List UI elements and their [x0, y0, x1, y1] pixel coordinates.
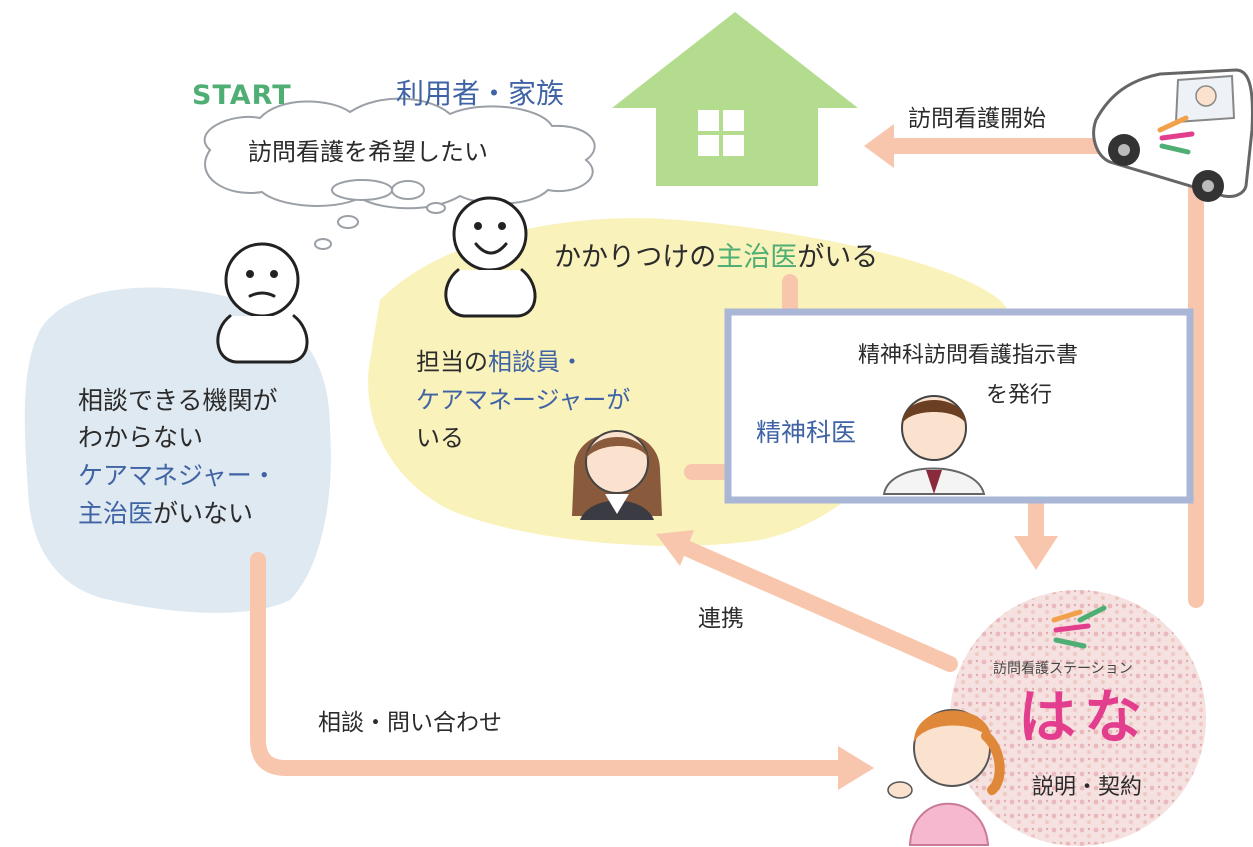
- psychiatrist-label: 精神科医: [756, 418, 857, 447]
- unknown-line-1: 相談できる機関が: [78, 386, 278, 415]
- unknown-line-2: わからない: [78, 423, 204, 452]
- nurse-icon: [887, 709, 1005, 846]
- start-label: START: [192, 80, 292, 111]
- visit-start-label: 訪問看護開始: [908, 106, 1046, 132]
- consultant-role: 相談員・: [488, 348, 584, 376]
- consultant-line-1: 担当の相談員・: [416, 346, 584, 378]
- consultant-icon: [572, 430, 662, 520]
- worried-person-icon: [216, 242, 309, 364]
- psychiatric-order-line-2: を発行: [986, 383, 1053, 408]
- doctor-icon: [882, 395, 986, 495]
- arrow-station-to-consult: [678, 540, 958, 672]
- family-doctor-suffix: がいる: [797, 242, 879, 273]
- family-label: 利用者・家族: [396, 77, 565, 110]
- doctor-box: [724, 308, 1194, 504]
- psychiatric-order-line-1: 精神科訪問看護指示書: [858, 343, 1079, 368]
- station-badge: [950, 590, 1206, 846]
- unknown-line-4-suffix: がいない: [153, 499, 254, 528]
- thought-cloud: [203, 97, 596, 250]
- unknown-line-3: ケアマネジャー・: [78, 461, 277, 490]
- arrow-unknown-to-station: [250, 552, 848, 776]
- hana-logo-text: はな: [1018, 683, 1151, 751]
- house-icon: [612, 12, 858, 186]
- family-doctor-prefix: かかりつけの: [554, 242, 717, 273]
- explanation-contract-label: 説明・契約: [1032, 775, 1143, 800]
- family-doctor-keyword: 主治医: [716, 242, 798, 273]
- consultant-line-2: ケアマネージャーが: [416, 386, 631, 414]
- unknown-cloud: [24, 287, 331, 613]
- station-name: 訪問看護ステーション: [993, 661, 1133, 677]
- consultant-prefix: 担当の: [416, 348, 488, 376]
- van-icon: [1092, 68, 1253, 202]
- cooperation-label: 連携: [698, 606, 744, 632]
- consultant-line-3: いる: [416, 424, 464, 452]
- station-logo-icon: [1051, 605, 1107, 649]
- wish-text: 訪問看護を希望したい: [248, 138, 488, 166]
- happy-person-icon: [444, 196, 537, 318]
- unknown-doctor-keyword: 主治医: [78, 499, 154, 528]
- family-doctor-text: かかりつけの主治医がいる: [554, 240, 878, 276]
- inquiry-label: 相談・問い合わせ: [318, 710, 502, 736]
- unknown-line-4: 主治医がいない: [78, 497, 253, 531]
